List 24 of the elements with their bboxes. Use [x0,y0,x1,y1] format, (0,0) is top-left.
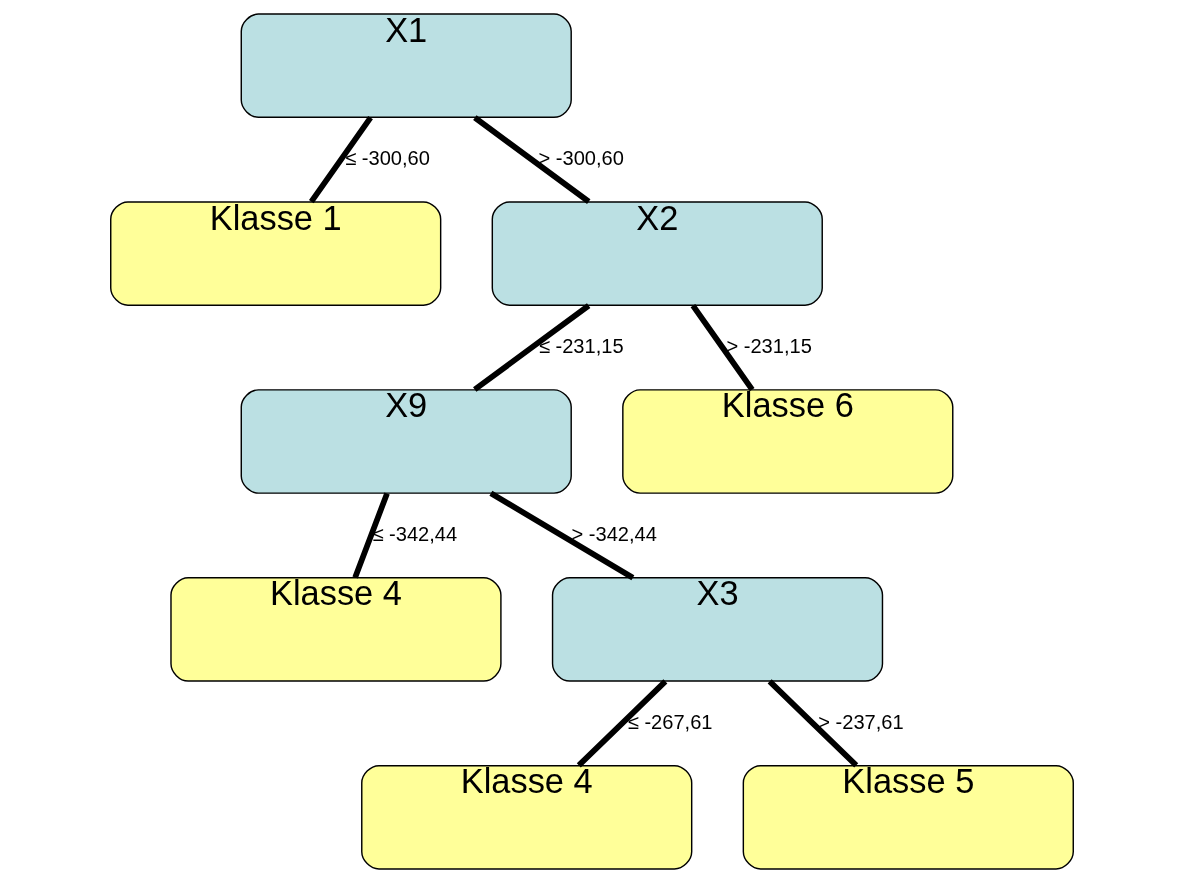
node-box: X2 [491,201,823,306]
connector [472,303,590,392]
connector [488,490,634,581]
edge-label: > -237,61 [817,710,904,733]
node-box: Klasse 6 [621,389,953,494]
edge-label: > -231,15 [725,334,812,357]
connector [576,679,667,768]
connector [472,115,590,204]
edge-label: ≤ -267,61 [627,710,713,733]
edge-label: ≤ -231,15 [538,334,624,357]
node-box: Klasse 5 [742,764,1074,870]
edge-label: > -342,44 [571,522,657,545]
node-box: X9 [240,389,572,494]
node-box: Klasse 1 [109,201,441,306]
connector [767,679,858,768]
connector [690,303,754,392]
connector [351,492,390,579]
connector [308,116,373,204]
edge-label: > -300,60 [538,146,624,169]
node-box: Klasse 4 [169,577,502,682]
edge-label: ≤ -300,60 [344,146,430,169]
node-box: Klasse 4 [360,764,692,870]
node-box: X1 [240,13,572,119]
node-box: X3 [551,577,883,682]
